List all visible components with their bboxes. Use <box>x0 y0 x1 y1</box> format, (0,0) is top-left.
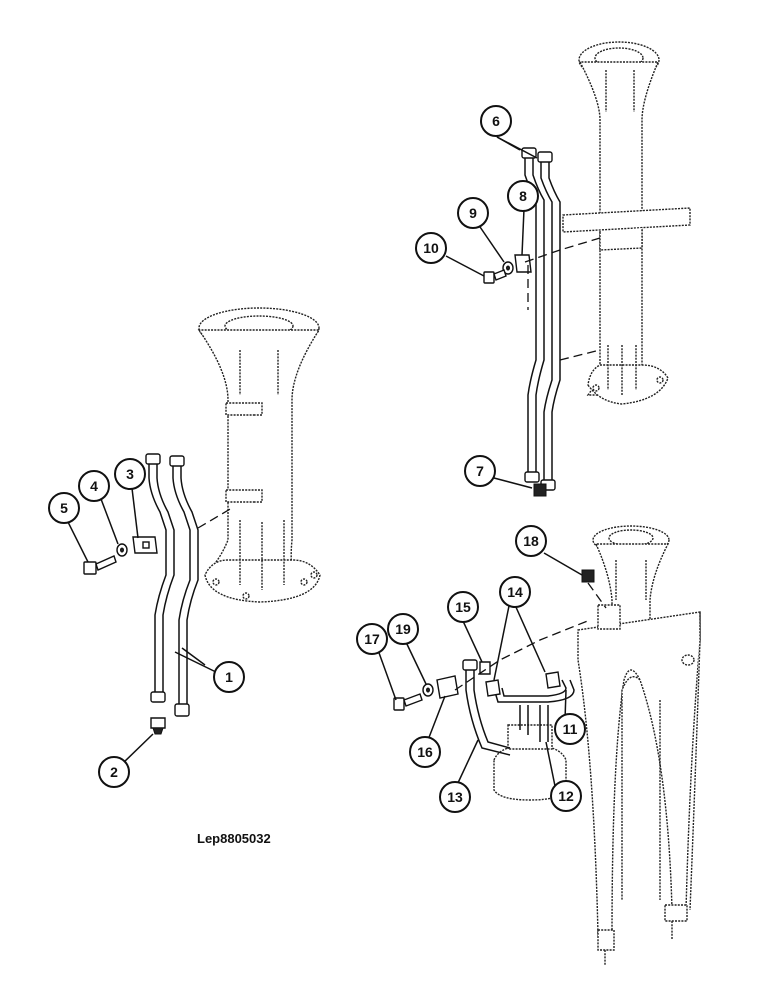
callout-10: 10 <box>415 232 447 264</box>
svg-text:15: 15 <box>455 599 471 615</box>
callout-5: 5 <box>48 492 80 524</box>
upper-right-pipe-assembly <box>483 147 601 497</box>
svg-text:14: 14 <box>507 584 523 600</box>
svg-text:3: 3 <box>126 466 134 482</box>
svg-text:11: 11 <box>563 721 578 737</box>
svg-text:4: 4 <box>90 478 98 494</box>
callout-9: 9 <box>457 197 489 229</box>
callout-4: 4 <box>78 470 110 502</box>
drawing-reference-code: Lep8805032 <box>197 831 271 846</box>
svg-text:17: 17 <box>364 631 380 647</box>
lower-right-leg-housing <box>577 525 701 965</box>
callout-17: 17 <box>356 623 388 655</box>
callout-12: 12 <box>550 780 582 812</box>
svg-text:6: 6 <box>492 113 500 129</box>
svg-text:7: 7 <box>476 463 484 479</box>
left-pipe-assembly <box>83 453 233 735</box>
callout-7: 7 <box>464 455 496 487</box>
svg-text:13: 13 <box>447 789 463 805</box>
callout-1: 1 <box>213 661 245 693</box>
callout-8: 8 <box>507 180 539 212</box>
svg-text:5: 5 <box>60 500 68 516</box>
callout-15: 15 <box>447 591 479 623</box>
callout-16: 16 <box>409 736 441 768</box>
svg-text:19: 19 <box>395 621 411 637</box>
svg-text:9: 9 <box>469 205 477 221</box>
callout-6: 6 <box>480 105 512 137</box>
callout-19: 19 <box>387 613 419 645</box>
svg-text:18: 18 <box>523 533 539 549</box>
callout-11: 11 <box>554 713 586 745</box>
callout-18: 18 <box>515 525 547 557</box>
callout-3: 3 <box>114 458 146 490</box>
callout-13: 13 <box>439 781 471 813</box>
lower-right-valve-assembly <box>393 569 607 801</box>
callout-2: 2 <box>98 756 130 788</box>
svg-text:12: 12 <box>558 788 574 804</box>
svg-text:1: 1 <box>225 669 233 685</box>
svg-text:10: 10 <box>423 240 439 256</box>
leader-lines <box>65 136 583 787</box>
svg-text:2: 2 <box>110 764 118 780</box>
left-column-housing <box>197 307 321 603</box>
upper-right-column-housing <box>562 41 691 405</box>
svg-text:16: 16 <box>417 744 433 760</box>
svg-text:8: 8 <box>519 188 527 204</box>
callout-14: 14 <box>499 576 531 608</box>
